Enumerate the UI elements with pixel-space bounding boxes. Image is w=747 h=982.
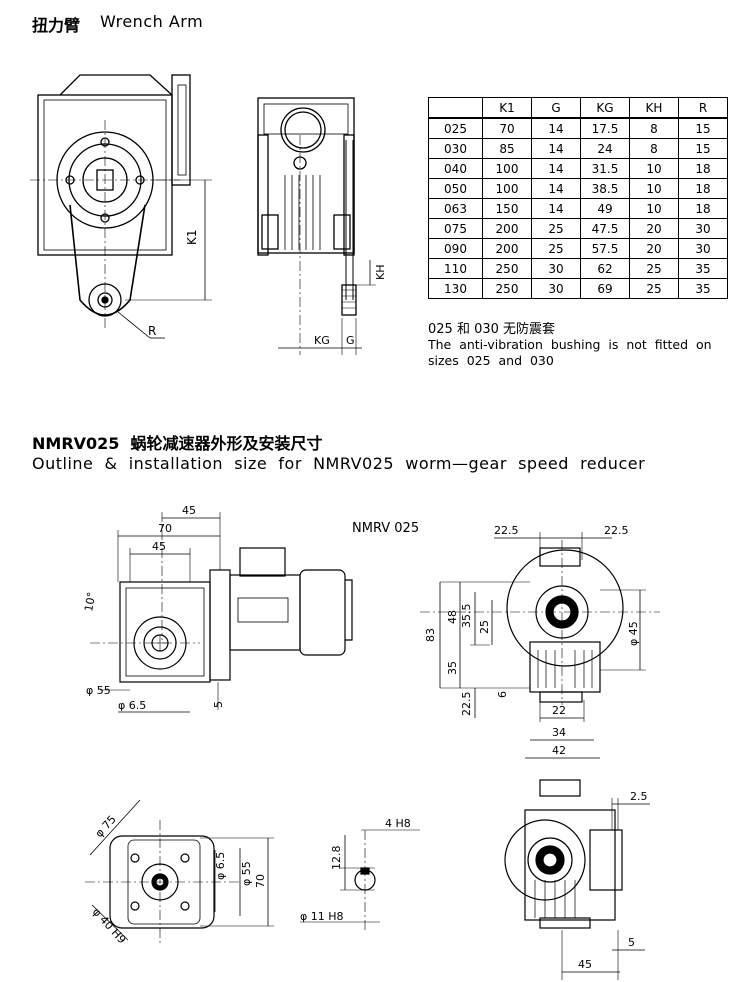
dim-label: 45 (152, 540, 166, 553)
dim-label: 45 (182, 504, 196, 517)
table-cell: 150 (482, 198, 532, 219)
table-cell: 30 (531, 278, 581, 299)
dim-label: 12.8 (330, 846, 343, 871)
section2-title-cn: NMRV025 蜗轮减速器外形及安装尺寸 (32, 434, 323, 453)
table-cell: 14 (531, 178, 581, 199)
dim-label: 45 (578, 958, 592, 971)
label-g: G (346, 334, 355, 347)
dim-label: φ 45 (627, 621, 640, 646)
dim-label: φ 75 (93, 813, 119, 840)
dim-label: 35.5 (460, 604, 473, 629)
section2-title-en: Outline & installation size for NMRV025 … (32, 454, 646, 473)
dim-label: φ 55 (86, 684, 111, 697)
table-cell: 38.5 (580, 178, 630, 199)
table-cell: 20 (629, 238, 679, 259)
table-cell: 18 (678, 178, 728, 199)
dim-label: 25 (478, 620, 491, 634)
dim-label: φ 6.5 (118, 699, 146, 712)
dim-label: 5 (212, 701, 225, 708)
dim-label: φ 55 (240, 861, 253, 886)
table-cell: 69 (580, 278, 630, 299)
dim-label: 22.5 (460, 692, 473, 717)
dim-label: 22.5 (604, 524, 629, 537)
table-cell: 18 (678, 158, 728, 179)
table-header-cell (428, 97, 483, 119)
dim-label: 6 (496, 691, 509, 698)
table-cell: 130 (428, 278, 483, 299)
dim-label: 2.5 (630, 790, 648, 803)
label-k1: K1 (185, 229, 199, 245)
table-cell: 250 (482, 278, 532, 299)
label-kh: KH (374, 265, 387, 281)
dim-label: 22 (552, 704, 566, 717)
dim-label: 22.5 (494, 524, 519, 537)
section1-title-en: Wrench Arm (100, 12, 204, 31)
dim-label: 83 (424, 628, 437, 642)
table-header-cell: KH (629, 97, 679, 119)
table-cell: 47.5 (580, 218, 630, 239)
model-label: NMRV 025 (352, 521, 419, 536)
label-r: R (148, 324, 156, 338)
table-cell: 050 (428, 178, 483, 199)
table-cell: 30 (531, 258, 581, 279)
note-cn: 025 和 030 无防震套 (428, 322, 556, 337)
dim-label: 70 (254, 874, 267, 888)
dim-label: 70 (158, 522, 172, 535)
table-header-cell: KG (580, 97, 630, 119)
table-cell: 063 (428, 198, 483, 219)
dim-label: 35 (446, 661, 459, 675)
table-header-cell: K1 (482, 97, 532, 119)
dim-label: 34 (552, 726, 566, 739)
dim-label: 4 H8 (385, 817, 411, 830)
table-cell: 25 (629, 258, 679, 279)
dim-label: φ 11 H8 (300, 910, 344, 923)
label-kg: KG (314, 334, 330, 347)
dim-label: 5 (628, 936, 635, 949)
table-header-cell: R (678, 97, 728, 119)
table-cell: 100 (482, 158, 532, 179)
dim-label: 48 (446, 610, 459, 624)
table-header-row: K1 G KG KH R (428, 97, 728, 119)
note-en-line1: The anti-vibration bushing is not fitted… (428, 337, 712, 352)
table-cell: 18 (678, 198, 728, 219)
table-cell: 30 (678, 238, 728, 259)
dim-label: 10° (82, 591, 98, 612)
dim-label: φ 6.5 (214, 852, 227, 880)
dim-label: φ 40 H9 (90, 905, 129, 946)
dim-label: 42 (552, 744, 566, 757)
table-cell: 25 (629, 278, 679, 299)
note-en-line2: sizes 025 and 030 (428, 353, 554, 368)
table-cell: 35 (678, 278, 728, 299)
table-cell: 090 (428, 238, 483, 259)
section1-title-cn: 扭力臂 (32, 16, 81, 35)
